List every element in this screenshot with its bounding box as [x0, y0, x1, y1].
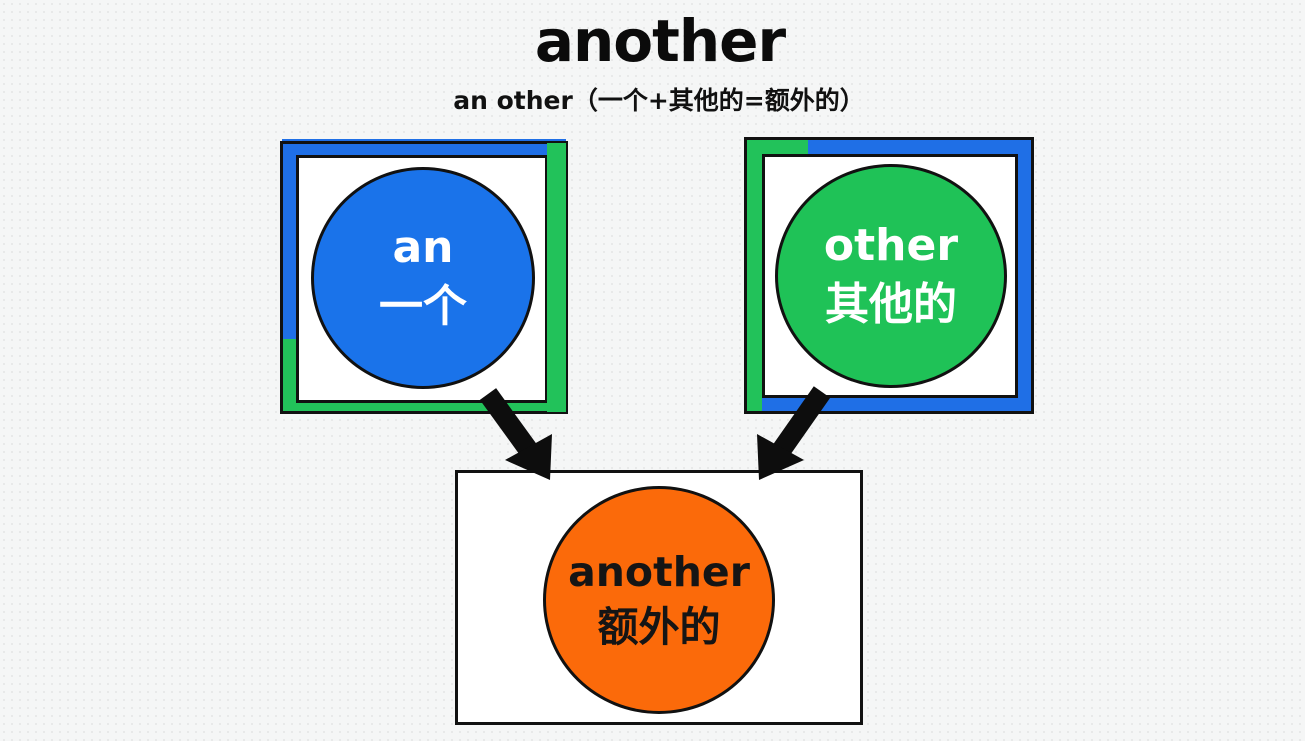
left-part-word: an [392, 222, 454, 274]
page-title: another [534, 7, 786, 75]
right-part-meaning: 其他的 [825, 279, 957, 330]
page-subtitle: an other（一个+其他的=额外的） [453, 86, 865, 115]
left-arrow-icon [479, 388, 552, 480]
right-part-word: other [823, 220, 959, 272]
left-part-meaning: 一个 [379, 281, 467, 332]
left-part-circle: an 一个 [311, 167, 535, 389]
right-arrow-icon [757, 386, 831, 480]
result-circle: another 额外的 [543, 486, 775, 714]
result-word: another [568, 547, 750, 596]
right-part-circle: other 其他的 [775, 164, 1007, 388]
right-frame-accent-left [746, 139, 762, 412]
result-meaning: 额外的 [597, 603, 721, 651]
right-frame-accent-top [746, 139, 808, 154]
